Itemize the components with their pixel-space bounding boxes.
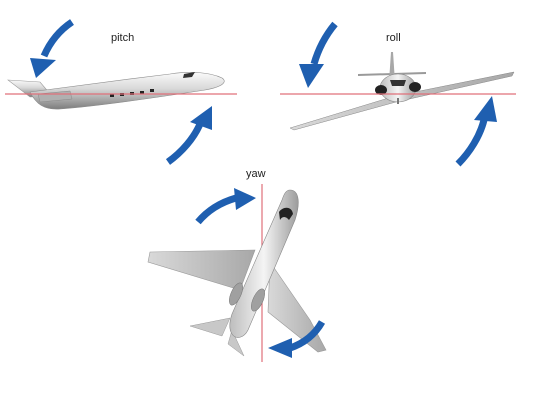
pitch-lower-arrow-icon — [165, 106, 212, 165]
roll-airplane-icon — [289, 52, 515, 131]
roll-group — [280, 21, 516, 167]
pitch-airplane-icon — [7, 72, 225, 110]
yaw-lower-arrow-icon — [268, 320, 326, 358]
roll-label: roll — [386, 32, 401, 44]
pitch-group — [5, 19, 237, 165]
roll-upper-arrow-icon — [299, 21, 338, 88]
roll-lower-arrow-icon — [455, 96, 497, 167]
pitch-upper-arrow-icon — [30, 19, 75, 78]
yaw-label: yaw — [246, 168, 266, 180]
yaw-upper-arrow-icon — [195, 188, 256, 225]
yaw-group — [147, 184, 327, 362]
pitch-label: pitch — [111, 32, 135, 44]
yaw-airplane-icon — [147, 189, 327, 357]
